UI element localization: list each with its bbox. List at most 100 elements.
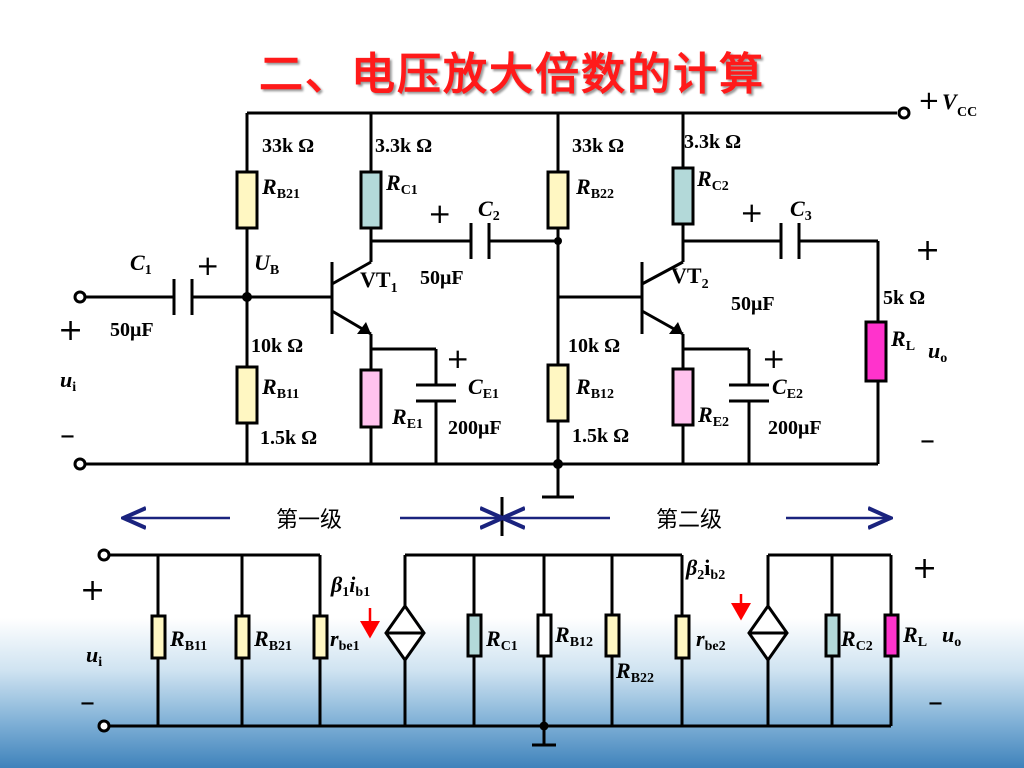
eq-ui-label: ui: [86, 642, 102, 670]
eq-output-plus: +: [912, 551, 937, 586]
rb22-resistor: [546, 170, 570, 230]
eq-input-terminal-minus: [97, 719, 111, 733]
vt2-label: VT2: [671, 263, 709, 292]
eq-src2-label: β2ib2: [685, 555, 725, 583]
c3-label: C3: [790, 196, 812, 224]
rc1-resistor: [359, 170, 383, 230]
ce2-label: CE2: [772, 374, 803, 402]
eq-input-minus: –: [80, 685, 95, 720]
svg-text:CE2: CE2: [772, 374, 803, 402]
eq-rc2-resistor: [824, 613, 841, 658]
rl-value: 5k Ω: [883, 287, 925, 309]
eq-rl-label: RL: [902, 622, 927, 650]
svg-text:RE2: RE2: [697, 402, 729, 430]
eq-rc1-label: RC1: [485, 626, 518, 654]
eq-uo-label: uo: [942, 622, 961, 650]
first-stage-label: 第一级: [276, 508, 342, 533]
c1-plus: +: [196, 249, 219, 282]
rc2-value: 3.3k Ω: [684, 131, 741, 153]
c1-label: C1: [130, 250, 152, 278]
second-stage-label: 第二级: [656, 508, 722, 533]
rb22-label: RB22: [575, 174, 614, 202]
rc2-resistor: [671, 166, 695, 226]
eq-rb11-resistor: [150, 614, 167, 660]
svg-text:rbe2: rbe2: [696, 626, 726, 654]
ui-label: ui: [60, 367, 76, 395]
c2-plus: +: [428, 197, 451, 230]
amplifier-wires: [84, 111, 897, 497]
current-source-1-icon: [384, 603, 426, 663]
eq-rl-resistor: [883, 613, 900, 658]
rc1-value: 3.3k Ω: [375, 135, 432, 157]
vcc-sub: CC: [957, 105, 977, 120]
eq-rb11-label: RB11: [169, 626, 207, 654]
ce1-symbol: [416, 383, 456, 403]
ub-junction-dot: [242, 292, 252, 302]
input-plus: +: [58, 313, 83, 348]
rl-resistor: [864, 320, 888, 383]
re1-label: RE1: [391, 404, 423, 432]
vcc-symbol: V: [942, 89, 959, 114]
svg-text:RE1: RE1: [391, 404, 423, 432]
vcc-sign: +: [918, 86, 940, 116]
eq-rb22-resistor: [604, 613, 621, 658]
vt2-symbol: [640, 260, 684, 336]
c2-label: C2: [478, 196, 500, 224]
uo-label: uo: [928, 338, 947, 366]
decorative-background-band: [0, 618, 1024, 768]
rc2-label: RC2: [696, 166, 729, 194]
eq-rb21-resistor: [234, 614, 251, 660]
current-source-2-icon: [747, 603, 789, 663]
equivalent-wires: [108, 553, 893, 745]
svg-text:ui: ui: [86, 642, 102, 670]
c3-plus: +: [740, 196, 763, 229]
svg-text:CE1: CE1: [468, 374, 499, 402]
eq-rbe2-resistor: [674, 614, 691, 660]
junction-dots: [242, 237, 563, 469]
svg-text:RB12: RB12: [554, 622, 593, 650]
output-minus: –: [920, 423, 935, 458]
eq-rb12-resistor: [536, 613, 553, 658]
eq-rb22-label: RB22: [615, 658, 654, 686]
svg-text:UB: UB: [254, 250, 279, 278]
svg-text:RB12: RB12: [575, 374, 614, 402]
input-terminal-minus: [73, 457, 87, 471]
c2-symbol: [469, 223, 491, 259]
input-minus: –: [60, 418, 75, 453]
svg-text:RB21: RB21: [253, 626, 292, 654]
svg-text:RB22: RB22: [615, 658, 654, 686]
vt1-symbol: [330, 260, 372, 336]
ce1-value: 200μF: [448, 417, 502, 439]
svg-text:VT2: VT2: [671, 263, 709, 292]
eq-rb12-label: RB12: [554, 622, 593, 650]
eq-rbe1-resistor: [312, 614, 329, 660]
re2-value: 1.5k Ω: [572, 425, 629, 447]
eq-input-plus: +: [80, 573, 105, 608]
eq-rc1-resistor: [466, 613, 483, 658]
ce1-label: CE1: [468, 374, 499, 402]
ce2-value: 200μF: [768, 417, 822, 439]
terminals: [73, 106, 911, 471]
eq-ground-junction-dot: [539, 721, 549, 731]
svg-text:RC1: RC1: [485, 626, 518, 654]
rb21-resistor: [235, 170, 259, 230]
ce2-symbol: [729, 383, 769, 403]
svg-text:C2: C2: [478, 196, 500, 224]
svg-text:β1ib1: β1ib1: [330, 572, 370, 600]
junction-dot: [554, 237, 562, 245]
svg-text:rbe1: rbe1: [330, 626, 360, 654]
ub-label: UB: [254, 250, 279, 278]
svg-text:RB11: RB11: [169, 626, 207, 654]
output-plus: +: [915, 233, 940, 268]
rb22-value: 33k Ω: [572, 135, 624, 157]
re1-resistor: [359, 368, 383, 429]
svg-text:RB21: RB21: [261, 174, 300, 202]
c1-symbol: [172, 279, 194, 315]
re2-label: RE2: [697, 402, 729, 430]
eq-rb21-label: RB21: [253, 626, 292, 654]
rb21-label: RB21: [261, 174, 300, 202]
c3-symbol: [779, 223, 801, 259]
input-terminal-plus: [73, 290, 87, 304]
eq-input-terminal-plus: [97, 548, 111, 562]
